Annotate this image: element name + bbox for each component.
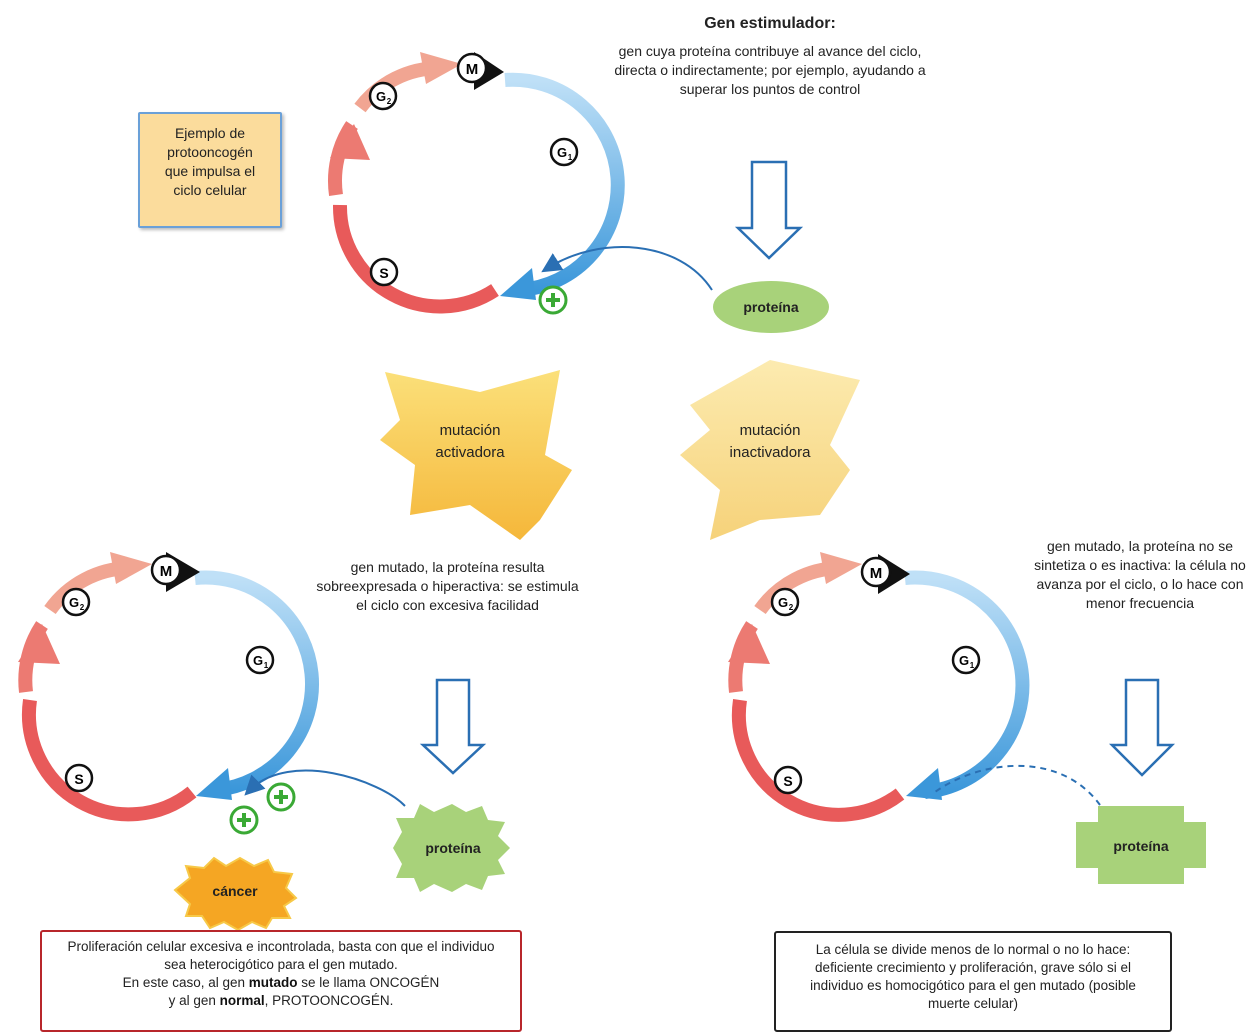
inactivating-mutation-shape: [680, 360, 860, 540]
activating-result-line1: Proliferación celular excesiva e incontr…: [67, 939, 495, 972]
svg-text:1: 1: [264, 661, 269, 670]
protein-to-cycle-arrow: [541, 246, 713, 291]
svg-text:M: M: [870, 565, 883, 582]
g2-arrowhead: [420, 52, 462, 84]
protein-to-cycle-dashed: [934, 764, 1101, 806]
s-phase-label: S: [379, 265, 388, 281]
g1-arrowhead: [500, 268, 536, 300]
protein-ellipse-top: [713, 281, 829, 333]
svg-text:2: 2: [789, 603, 794, 612]
down-arrow-top: [734, 160, 804, 260]
protein-label-right: proteína: [1113, 838, 1169, 854]
s-phase-circle: [773, 765, 803, 795]
m-phase-label: M: [466, 61, 479, 78]
activating-result-line2: En este caso, al gen mutado se le llama …: [122, 975, 440, 990]
svg-text:S: S: [783, 773, 792, 789]
m-phase-circle: [150, 554, 182, 586]
g1-phase-label: G: [557, 145, 567, 160]
s-arrowhead: [330, 124, 370, 160]
svg-text:G: G: [253, 653, 263, 668]
protein-starburst-left: [393, 804, 510, 892]
stimulator-gene-title: Gen estimulador:: [704, 15, 836, 32]
svg-text:S: S: [74, 771, 83, 787]
inactivating-result-box: La célula se divide menos de lo normal o…: [774, 931, 1172, 1032]
activating-description: gen mutado, la proteína resulta sobreexp…: [316, 559, 579, 613]
down-arrow-left: [419, 678, 487, 775]
g2-phase-circle: [61, 587, 91, 617]
g2-phase-sub: 2: [387, 97, 392, 106]
protein-label-left: proteína: [425, 840, 481, 856]
svg-text:M: M: [160, 563, 173, 580]
s-phase-circle: [64, 763, 94, 793]
g2-arc: [328, 121, 358, 196]
g2-phase-circle: [770, 587, 800, 617]
stimulator-gene-description: gen cuya proteína contribuye al avance d…: [614, 43, 926, 97]
svg-text:G: G: [69, 595, 79, 610]
svg-text:2: 2: [80, 603, 85, 612]
m-phase-circle: [860, 556, 892, 588]
activating-result-line3: y al gen normal, PROTOONCOGÉN.: [168, 993, 394, 1008]
protein-label-top: proteína: [743, 299, 799, 315]
s-phase-circle: [369, 257, 399, 287]
g1-phase-circle: [951, 645, 981, 675]
inactivating-result-text: La célula se divide menos de lo normal o…: [810, 942, 1136, 1011]
g1-phase-sub: 1: [568, 153, 573, 162]
svg-text:G: G: [778, 595, 788, 610]
example-box-text: Ejemplo de protooncogén que impulsa el c…: [164, 125, 256, 198]
inactivating-mutation-label: mutación inactivadora: [729, 422, 811, 461]
protein-cross-right: [1076, 806, 1206, 884]
protein-to-cycle-arrow: [244, 769, 406, 807]
g2-phase-circle: [368, 81, 398, 111]
activating-mutation-shape: [380, 370, 572, 540]
svg-text:G: G: [959, 653, 969, 668]
cancer-label: cáncer: [212, 883, 258, 899]
activating-mutation-label: mutación activadora: [435, 422, 505, 461]
g1-phase-circle: [549, 137, 579, 167]
cell-cycle-top: M G 2 G 1 S: [328, 52, 625, 315]
down-arrow-right: [1108, 678, 1176, 777]
m-phase-circle: [456, 52, 488, 84]
example-box: Ejemplo de protooncogén que impulsa el c…: [138, 112, 282, 228]
activating-result-box: Proliferación celular excesiva e incontr…: [40, 930, 522, 1032]
cell-cycle-left: M G 2 G 1 S: [18, 552, 319, 835]
s-arc: [332, 204, 499, 314]
g1-arc: [504, 72, 625, 297]
cell-cycle-right: M G 2 G 1 S: [728, 552, 1030, 822]
svg-text:1: 1: [970, 661, 975, 670]
cancer-burst: [173, 856, 298, 932]
inactivating-description: gen mutado, la proteína no se sintetiza …: [1034, 538, 1246, 611]
g2-phase-label: G: [376, 89, 386, 104]
g1-phase-circle: [245, 645, 275, 675]
